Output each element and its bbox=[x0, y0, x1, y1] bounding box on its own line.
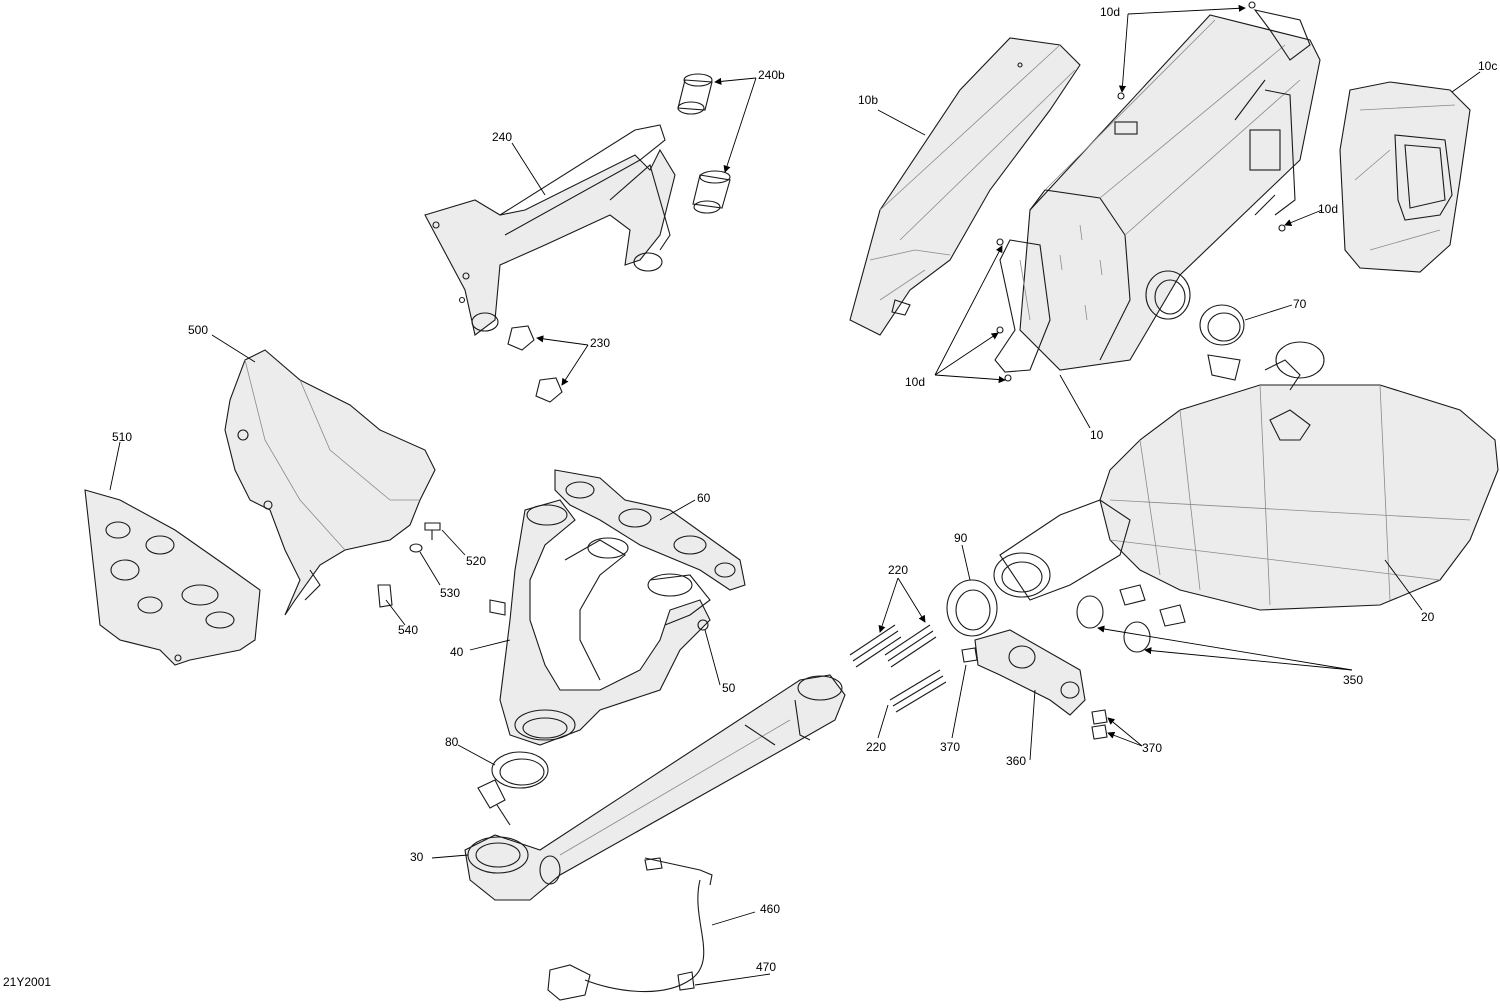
callout-10d-bottom: 10d bbox=[905, 375, 925, 389]
callout-510: 510 bbox=[112, 430, 132, 444]
callout-30: 30 bbox=[410, 850, 424, 864]
part-360-bracket bbox=[974, 629, 1086, 716]
part-10-bracket bbox=[994, 239, 1051, 373]
callout-470: 470 bbox=[756, 960, 776, 974]
callout-240b: 240b bbox=[758, 68, 785, 82]
part-230-bolts bbox=[507, 325, 563, 403]
part-520-screw bbox=[424, 522, 441, 540]
callout-230: 230 bbox=[590, 336, 610, 350]
callout-360: 360 bbox=[1006, 754, 1026, 768]
part-240-bracket bbox=[424, 124, 676, 336]
part-10c-end-cap bbox=[1339, 81, 1471, 273]
part-460-sensor bbox=[547, 857, 713, 1001]
part-350-mounts bbox=[1076, 595, 1151, 653]
callout-220-top: 220 bbox=[888, 563, 908, 577]
callout-370-left: 370 bbox=[940, 740, 960, 754]
callout-520: 520 bbox=[466, 554, 486, 568]
callout-60: 60 bbox=[697, 491, 711, 505]
callout-40: 40 bbox=[450, 645, 464, 659]
part-510-heat-shield bbox=[84, 489, 261, 666]
part-530-washer bbox=[409, 543, 423, 553]
leader-lines bbox=[109, 4, 1481, 986]
callout-220-bottom: 220 bbox=[866, 740, 886, 754]
part-370-nuts bbox=[961, 647, 1108, 740]
callout-460: 460 bbox=[760, 902, 780, 916]
part-500-heat-shield bbox=[224, 349, 436, 616]
callout-labels: 10d 10b 10c 10d 10d 10 240b 240 230 500 … bbox=[3, 5, 1497, 989]
part-80-clamp bbox=[477, 751, 549, 826]
callout-500: 500 bbox=[188, 323, 208, 337]
callout-350: 350 bbox=[1343, 673, 1363, 687]
callout-70: 70 bbox=[1293, 297, 1307, 311]
callout-10d-top: 10d bbox=[1100, 5, 1120, 19]
callout-10: 10 bbox=[1090, 428, 1104, 442]
part-20-muffler bbox=[993, 341, 1499, 627]
part-90-gasket bbox=[946, 579, 998, 637]
part-540-clip bbox=[377, 584, 393, 608]
part-470-clip bbox=[677, 971, 695, 991]
callout-10b: 10b bbox=[858, 93, 878, 107]
callout-540: 540 bbox=[398, 623, 418, 637]
callout-370-right: 370 bbox=[1142, 741, 1162, 755]
part-10b-heat-shield bbox=[849, 37, 1081, 336]
callout-10c: 10c bbox=[1478, 59, 1497, 73]
part-240b-bushings bbox=[677, 73, 731, 214]
callout-530: 530 bbox=[440, 586, 460, 600]
callout-10d-right: 10d bbox=[1318, 202, 1338, 216]
part-10-muffler-shield bbox=[1019, 9, 1321, 371]
callout-240: 240 bbox=[492, 130, 512, 144]
part-40-manifold bbox=[489, 499, 711, 746]
figure-code: 21Y2001 bbox=[3, 975, 51, 989]
part-220-springs bbox=[849, 624, 947, 713]
part-70-clamp bbox=[1199, 304, 1245, 381]
callout-50: 50 bbox=[722, 681, 736, 695]
part-30-pipe bbox=[464, 674, 846, 901]
callout-20: 20 bbox=[1421, 610, 1435, 624]
callout-90: 90 bbox=[954, 531, 968, 545]
callout-80: 80 bbox=[445, 735, 459, 749]
part-60-gasket bbox=[554, 469, 746, 591]
